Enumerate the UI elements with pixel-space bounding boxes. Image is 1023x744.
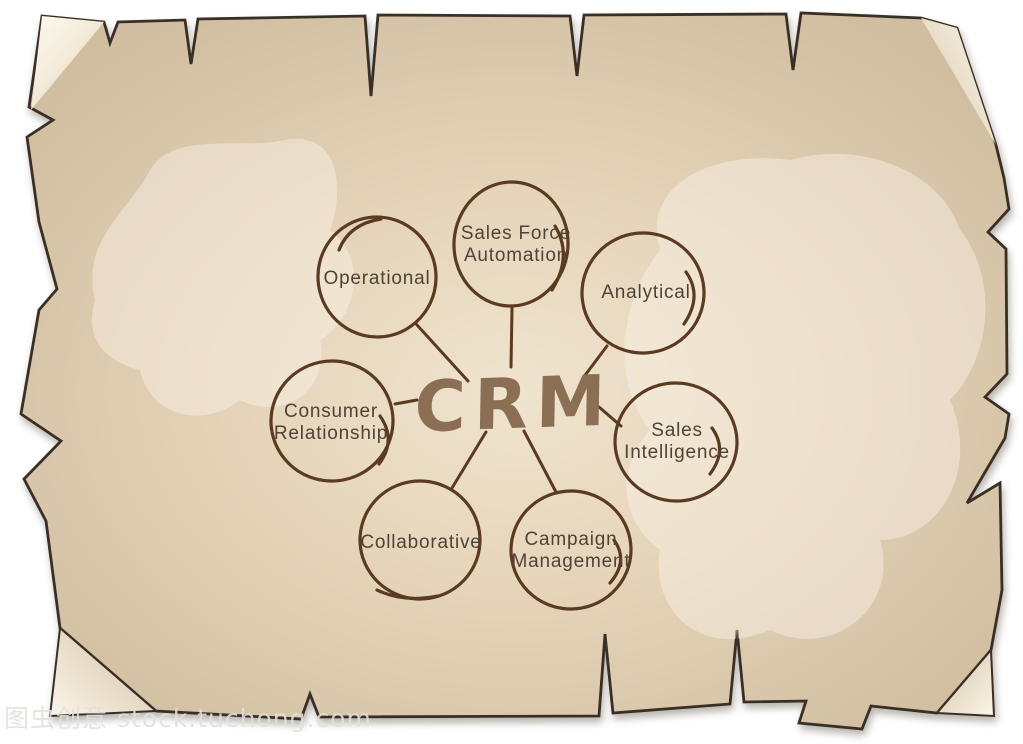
- connector-consumer-relationship: [393, 398, 419, 406]
- node-label-line: Consumer: [283, 401, 379, 422]
- crm-diagram: [269, 180, 739, 611]
- pen-overlap-analytical: [682, 270, 696, 326]
- node-label-line: Automation: [463, 245, 569, 266]
- node-circle-campaign-management: [509, 489, 633, 611]
- node-circle-operational: [316, 215, 438, 339]
- node-label-line: Relationship: [273, 423, 389, 444]
- node-circle-consumer-relationship: [269, 359, 395, 483]
- pen-overlap-sales-intelligence: [708, 426, 722, 476]
- crm-center-title: CRM: [413, 359, 615, 449]
- fold-corner-bottom-left: [48, 626, 159, 718]
- pen-overlap-operational: [337, 217, 383, 252]
- node-label-line: Sales Force: [460, 223, 572, 244]
- fold-corner-top-right: [921, 18, 996, 145]
- pen-overlap-sales-force-automation: [550, 224, 565, 292]
- connector-sales-force-automation: [509, 306, 514, 369]
- connector-collaborative: [450, 430, 488, 490]
- connector-operational: [415, 323, 470, 383]
- node-label-sales-intelligence: Sales Intelligence: [624, 420, 730, 464]
- torn-paper: [19, 11, 1011, 731]
- stock-watermark: 图虫创意 stock.tuchong.com: [4, 704, 372, 733]
- node-label-line: Collaborative: [360, 532, 482, 553]
- node-label-operational: Operational: [323, 268, 430, 290]
- node-label-line: Campaign: [524, 529, 618, 550]
- fold-corner-bottom-right: [934, 647, 996, 718]
- connector-campaign-management: [522, 429, 558, 494]
- pen-overlap-collaborative: [375, 588, 440, 601]
- paper-stains: [92, 138, 986, 639]
- connector-analytical: [581, 344, 609, 380]
- node-label-line: Intelligence: [624, 442, 730, 463]
- paper-stain-left: [92, 138, 354, 416]
- fold-corner-top-left: [31, 16, 104, 110]
- node-label-campaign-management: Campaign Management: [512, 529, 631, 573]
- node-label-consumer-relationship: Consumer Relationship: [274, 401, 388, 445]
- node-label-analytical: Analytical: [601, 282, 690, 304]
- node-circle-sales-intelligence: [613, 381, 739, 503]
- node-label-line: Management: [511, 551, 631, 572]
- node-circle-analytical: [580, 231, 706, 355]
- node-label-collaborative: Collaborative: [360, 532, 481, 554]
- node-label-sales-force-automation: Sales Force Automation: [461, 223, 571, 267]
- node-label-line: Analytical: [601, 282, 691, 303]
- node-circle-sales-force-automation: [452, 180, 570, 308]
- pen-overlap-consumer-relationship: [377, 414, 390, 466]
- node-label-line: Operational: [323, 268, 431, 289]
- pen-overlap-campaign-management: [608, 538, 623, 585]
- node-label-line: Sales: [651, 420, 703, 441]
- paper-stain-right: [624, 153, 986, 639]
